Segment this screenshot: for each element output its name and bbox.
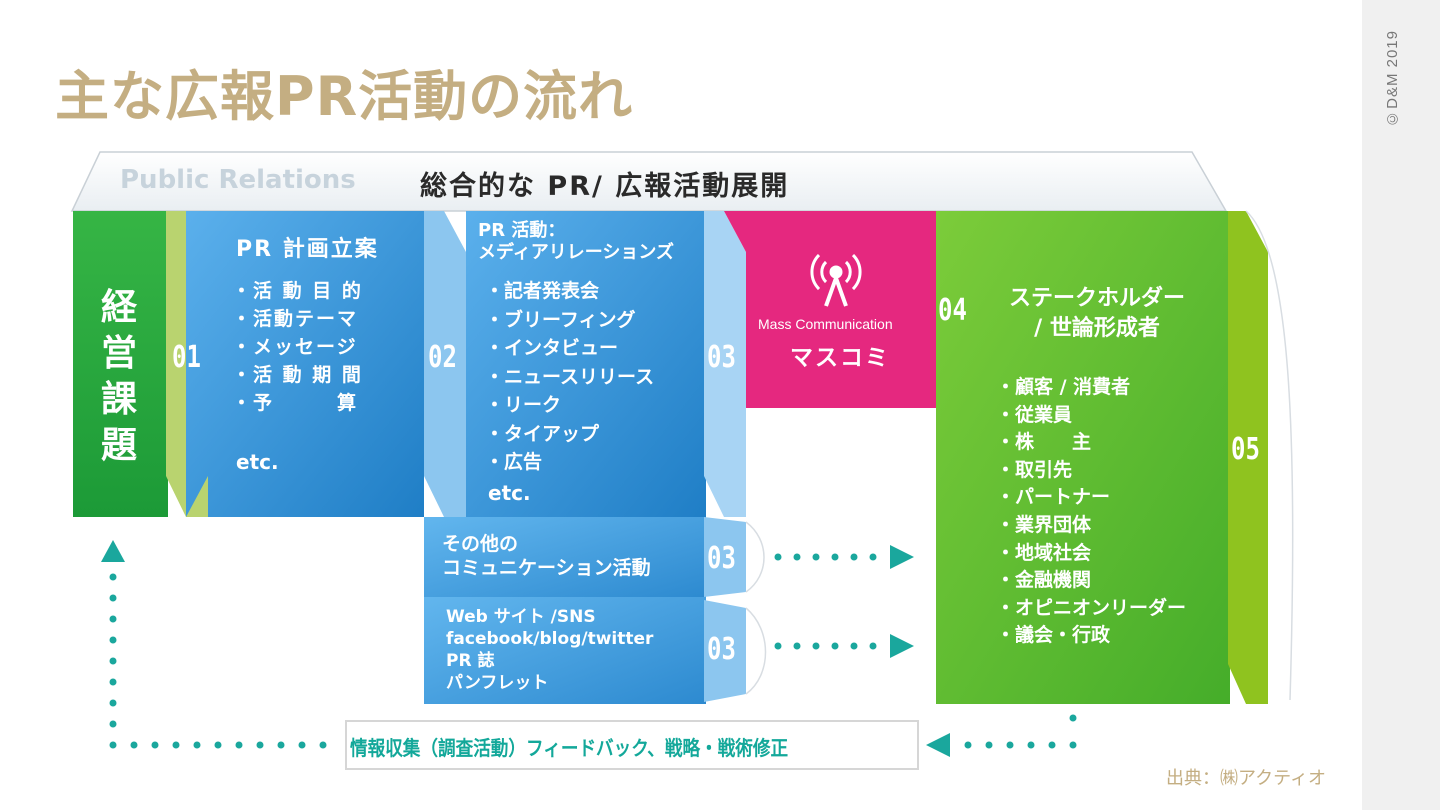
page-title: 主な広報PR活動の流れ <box>55 65 634 128</box>
arrow-05-outline <box>1245 210 1294 701</box>
side-strip <box>1362 0 1440 810</box>
step-01-block <box>186 211 424 517</box>
step-01-list: ・活 動 目 的 ・活動テーマ ・メッセージ ・活 動 期 間 ・予 算 <box>232 277 363 417</box>
other-comm-line2: コミュニケーション活動 <box>442 557 651 579</box>
list-item: ・従業員 <box>996 403 1073 426</box>
step-04-list: ・顧客 / 消費者 ・従業員 ・株 主 ・取引先 ・パートナー ・業界団体 ・地… <box>996 374 1186 650</box>
step-01-title: PR 計画立案 <box>236 237 379 262</box>
step-02-etc: etc. <box>488 481 531 505</box>
list-item: ・顧客 / 消費者 <box>996 376 1131 398</box>
web-number: 03 <box>707 632 736 667</box>
step-04-title-line2: / 世論形成者 <box>1034 316 1160 341</box>
list-item: ・取引先 <box>996 458 1073 481</box>
step-02-list: ・記者発表会 ・ブリーフィング ・インタビュー ・ニュースリリース ・リーク ・… <box>485 277 654 477</box>
step-03-label-en: Mass Communication <box>758 316 893 332</box>
list-item: ・メッセージ <box>232 336 358 358</box>
step-03-label-jp: マスコミ <box>790 345 890 371</box>
feedback-label: 情報収集（調査活動）フィードバック、戦略・戦術修正 <box>350 736 789 760</box>
other-comm-block <box>424 517 706 597</box>
arrow-05 <box>1228 211 1268 704</box>
list-item: ・記者発表会 <box>485 280 600 302</box>
source-credit: 出典：㈱アクティオ <box>1166 768 1327 789</box>
arrow-03 <box>704 211 746 517</box>
list-item: facebook/blog/twitter <box>446 629 654 649</box>
step-02-block <box>466 211 706 517</box>
web-tab <box>704 600 746 702</box>
step-04-block <box>936 211 1230 704</box>
list-item: ・ニュースリリース <box>485 365 655 388</box>
list-item: ・活動テーマ <box>232 308 359 330</box>
step-03-block <box>706 211 936 408</box>
step-02-title-line2: メディアリレーションズ <box>478 242 675 263</box>
step-02-title-line1: PR 活動： <box>478 220 566 241</box>
list-item: ・活 動 目 的 <box>232 280 363 302</box>
step-02-title: PR 活動： メディアリレーションズ <box>478 220 674 264</box>
list-item: ・地域社会 <box>996 541 1092 564</box>
web-list: Web サイト /SNS facebook/blog/twitter PR 誌 … <box>446 606 653 694</box>
list-item: ・インタビュー <box>485 337 619 359</box>
list-item: PR 誌 <box>446 651 495 671</box>
dots-other-comm <box>774 545 914 569</box>
list-item: ・活 動 期 間 <box>232 364 363 386</box>
list-item: ・予 算 <box>232 392 359 414</box>
other-comm-number: 03 <box>707 541 736 576</box>
dots-web <box>774 634 914 658</box>
list-item: ・業界団体 <box>996 513 1092 536</box>
list-item: ・パートナー <box>996 486 1111 509</box>
step-number-04: 04 <box>938 293 967 328</box>
list-item: ・株 主 <box>996 431 1092 454</box>
step-number-05: 05 <box>1231 432 1260 467</box>
step-01-etc: etc. <box>236 450 279 474</box>
arrow-02 <box>424 211 466 517</box>
feedback-box <box>345 720 919 770</box>
dots-feedback-right <box>926 714 1077 757</box>
list-item: パンフレット <box>446 673 549 693</box>
list-item: ・リーク <box>485 394 562 416</box>
step-number-03: 03 <box>707 340 736 375</box>
other-comm-label: その他の コミュニケーション活動 <box>442 532 651 580</box>
header-japanese: 総合的な PR/ 広報活動展開 <box>420 171 790 202</box>
other-comm-line1: その他の <box>442 533 519 555</box>
list-item: ・議会・行政 <box>996 624 1111 647</box>
web-block <box>424 597 706 704</box>
list-item: ・金融機関 <box>996 569 1092 592</box>
list-item: ・広告 <box>485 451 543 473</box>
step-number-02: 02 <box>428 340 457 375</box>
header-english: Public Relations <box>120 165 356 195</box>
step-04-title: ステークホルダー / 世論形成者 <box>992 284 1202 344</box>
dotted-arrows <box>101 540 1077 757</box>
broadcast-tower-icon <box>810 253 862 307</box>
step-04-title-line1: ステークホルダー <box>1008 286 1185 311</box>
list-item: Web サイト /SNS <box>446 607 596 627</box>
other-comm-tab <box>704 517 746 597</box>
start-label: 経営課題 <box>100 287 137 466</box>
list-item: ・タイアップ <box>485 422 600 445</box>
dots-feedback-left <box>101 540 327 749</box>
step-number-01: 01 <box>172 340 201 375</box>
list-item: ・オピニオンリーダー <box>996 596 1187 619</box>
list-item: ・ブリーフィング <box>485 308 636 331</box>
start-block <box>73 211 168 517</box>
